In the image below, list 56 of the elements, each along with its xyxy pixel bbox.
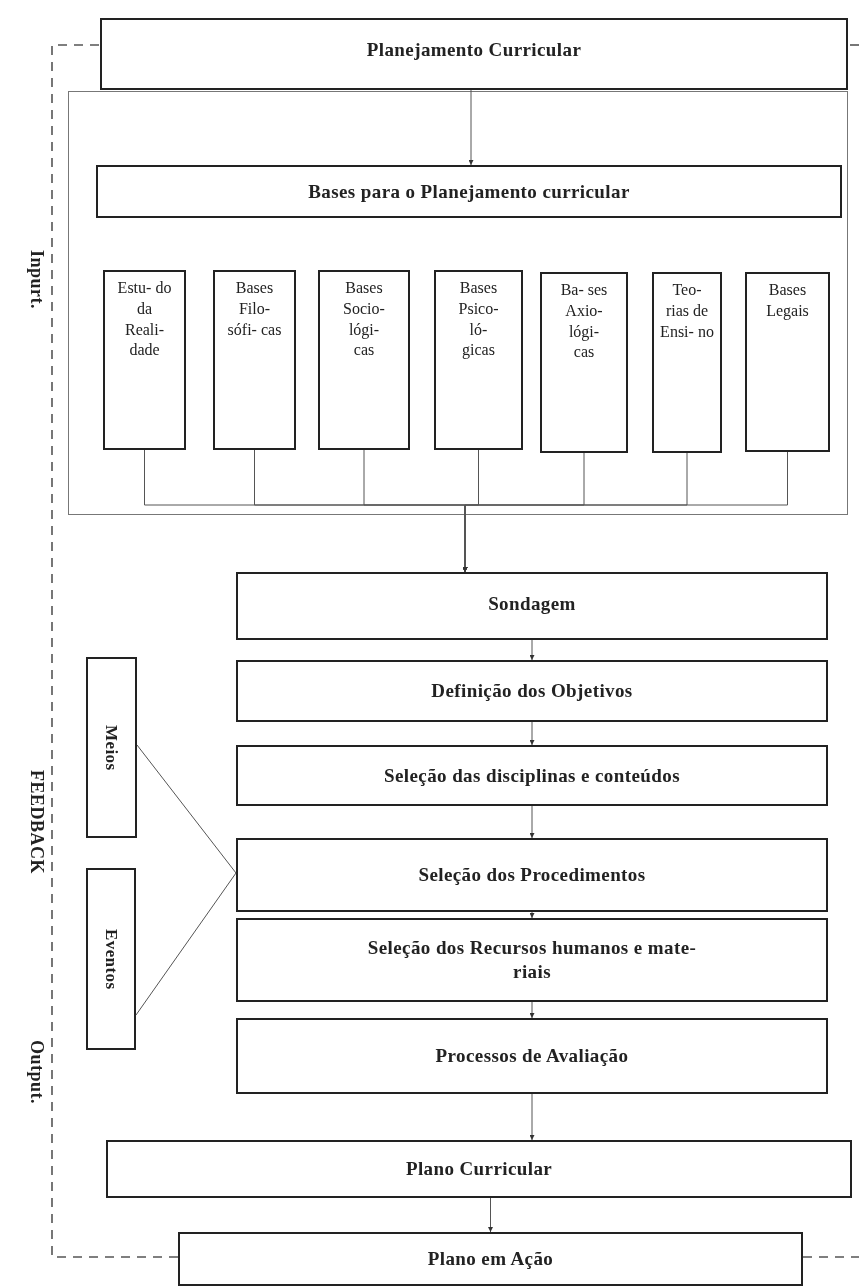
box-label: Bases para o Planejamento curricular — [308, 179, 630, 204]
box-label: Estu- do da Reali- dade — [117, 278, 172, 361]
side-box — [86, 657, 137, 838]
process-box — [236, 1018, 828, 1094]
side-label: Output. — [26, 1040, 47, 1105]
process-box — [100, 18, 848, 90]
basis-box — [318, 270, 410, 450]
box-label: Bases Socio- lógi- cas — [342, 278, 386, 361]
process-box — [236, 572, 828, 640]
feedback-line — [802, 1256, 859, 1258]
arrow — [529, 911, 535, 919]
arrow — [529, 1093, 535, 1141]
arrow — [488, 1197, 493, 1233]
arrow — [529, 1001, 535, 1019]
feedback-line — [847, 44, 859, 46]
process-box — [96, 165, 842, 218]
basis-box — [652, 272, 722, 453]
connector-line — [136, 744, 237, 874]
box-label: Seleção dos Recursos humanos e mate- riais — [366, 936, 698, 984]
side-label: FEEDBACK — [26, 770, 47, 874]
box-label: Sondagem — [488, 592, 576, 616]
basis-box — [745, 272, 830, 452]
box-label: Teo- rias de Ensi- no — [660, 280, 714, 342]
box-label: Bases Psico- ló- gicas — [457, 278, 500, 361]
box-label: Bases Filo- sófi- cas — [227, 278, 282, 340]
box-label: Seleção das disciplinas e conteúdos — [384, 763, 680, 788]
box-label: Bases Legais — [765, 280, 810, 322]
process-box — [236, 838, 828, 912]
arrow — [529, 805, 535, 839]
process-box — [178, 1232, 803, 1286]
box-label: Planejamento Curricular — [366, 38, 582, 62]
box-label: Ba- ses Axio- lógi- cas — [559, 280, 609, 363]
process-box — [236, 918, 828, 1002]
arrow — [529, 639, 535, 661]
arrow — [529, 721, 535, 746]
side-label: Meios — [101, 724, 123, 771]
group-frame — [68, 91, 848, 515]
box-label: Seleção dos Procedimentos — [418, 863, 646, 887]
arrow — [468, 89, 474, 166]
box-label: Plano Curricular — [405, 1157, 553, 1181]
process-box — [236, 660, 828, 722]
side-label: Inpurt. — [26, 250, 47, 310]
box-label: Processos de Avaliação — [435, 1044, 629, 1068]
box-label: Plano em Ação — [427, 1247, 554, 1271]
side-label: Eventos — [100, 928, 122, 990]
box-label: Definição dos Objetivos — [431, 679, 633, 703]
feedback-line — [51, 44, 179, 1258]
process-box — [106, 1140, 852, 1198]
basis-box — [434, 270, 523, 450]
basis-box — [213, 270, 296, 450]
basis-box — [103, 270, 186, 450]
process-box — [236, 745, 828, 806]
connector-line — [135, 872, 237, 1016]
arrow — [462, 451, 788, 573]
side-box — [86, 868, 136, 1050]
basis-box — [540, 272, 628, 453]
